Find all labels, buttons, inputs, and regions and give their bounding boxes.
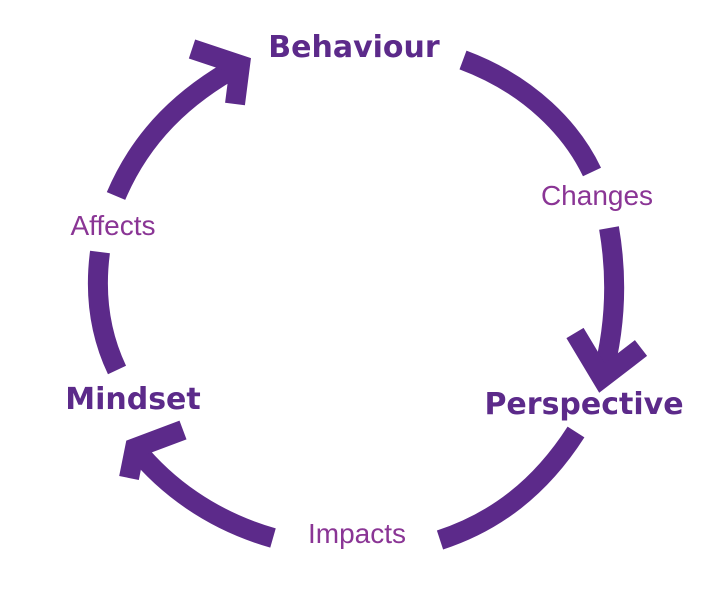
arc-behaviour-to-changes <box>459 50 602 177</box>
node-mindset: Mindset <box>65 382 201 417</box>
arc-changes-to-perspective <box>592 226 625 381</box>
arc-mindset-to-affects <box>87 250 127 375</box>
edge-label-affects: Affects <box>70 210 155 241</box>
arc-impacts-to-mindset <box>127 441 276 548</box>
node-perspective: Perspective <box>484 387 683 422</box>
arrowhead-to-mindset <box>119 420 187 480</box>
edge-label-impacts: Impacts <box>308 518 406 549</box>
node-behaviour: Behaviour <box>268 30 440 65</box>
arrowhead-to-perspective <box>566 327 648 393</box>
edge-label-changes: Changes <box>541 180 653 211</box>
arc-affects-to-behaviour <box>106 56 245 200</box>
arc-perspective-to-impacts <box>436 426 585 550</box>
arrowhead-to-behaviour <box>188 39 251 106</box>
